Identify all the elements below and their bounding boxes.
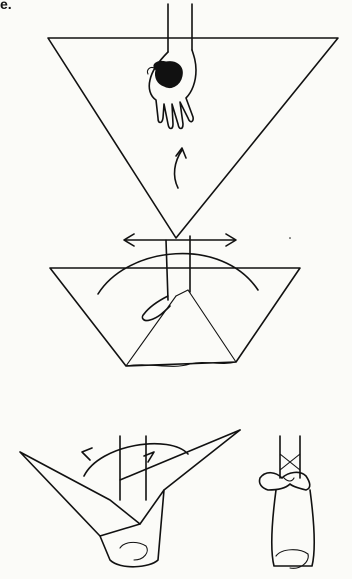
arrowhead-icon bbox=[82, 448, 92, 460]
triangular-bandage bbox=[48, 38, 338, 238]
knot-center-icon bbox=[284, 478, 294, 481]
bandage-body bbox=[100, 490, 164, 567]
knot-icon bbox=[259, 472, 309, 490]
tuck-fold-icon bbox=[120, 542, 147, 560]
right-wing-edge bbox=[120, 430, 240, 480]
step-3-figure bbox=[20, 430, 240, 567]
step-4-figure bbox=[259, 436, 314, 568]
cross-band-icon bbox=[280, 454, 300, 470]
folded-bandage bbox=[50, 268, 300, 366]
wrap-arc-icon bbox=[98, 254, 258, 294]
thumb-shadow-icon bbox=[154, 61, 182, 87]
fold-crease-center bbox=[176, 290, 188, 296]
fold-crease-right bbox=[188, 290, 236, 362]
forearm-icon bbox=[168, 4, 192, 52]
left-bandage-wing bbox=[20, 452, 140, 536]
hand-icon bbox=[142, 296, 170, 321]
wrap-arc-icon bbox=[84, 444, 188, 476]
step-1-figure bbox=[48, 4, 338, 238]
step-2-figure bbox=[50, 234, 300, 366]
ink-dot bbox=[289, 237, 291, 239]
